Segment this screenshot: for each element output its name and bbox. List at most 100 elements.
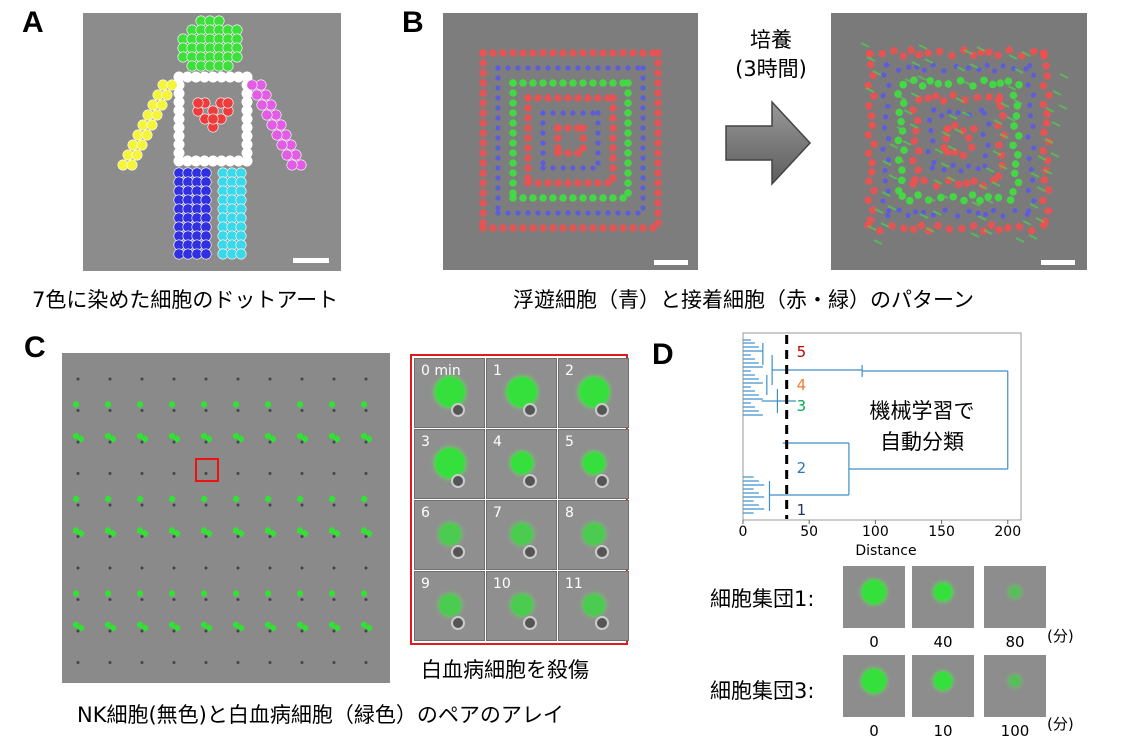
pattern-cell: [942, 207, 948, 213]
array-nk-cell: [236, 535, 240, 538]
array-cell: [72, 590, 80, 597]
pattern-cell: [509, 159, 517, 167]
spread-cell: [887, 205, 897, 211]
pattern-cell: [654, 109, 662, 117]
panel-c-array-image: [62, 353, 390, 683]
pattern-cell: [900, 146, 908, 154]
array-cell: [200, 590, 208, 597]
pattern-cell: [519, 194, 527, 202]
pattern-cell: [640, 65, 646, 71]
spread-cell: [962, 80, 972, 86]
pattern-cell: [495, 135, 501, 141]
pattern-cell: [1027, 113, 1034, 119]
pattern-cell: [1031, 198, 1037, 204]
array-nk-cell: [76, 566, 80, 570]
array-cell: [269, 530, 277, 537]
spread-cell: [926, 196, 936, 202]
cluster-label: 5: [797, 343, 807, 361]
array-nk-cell: [172, 409, 176, 412]
pattern-cell: [495, 105, 501, 111]
spread-cell: [867, 225, 877, 231]
spread-cell: [1029, 203, 1039, 209]
pattern-cell: [550, 110, 556, 116]
array-nk-cell: [76, 535, 80, 538]
ml-annotation-line1: 機械学習で: [869, 399, 975, 423]
pattern-cell: [550, 165, 556, 171]
pattern-cell: [509, 129, 517, 137]
pattern-cell: [595, 130, 601, 136]
array-cell: [333, 435, 341, 443]
pattern-cell: [1042, 62, 1051, 70]
group1-unit: (分): [1047, 627, 1074, 645]
array-cell: [173, 624, 181, 632]
nk-cell: [523, 403, 537, 417]
pattern-cell: [1000, 213, 1006, 219]
time-label: 0: [869, 722, 879, 740]
pattern-cell: [987, 221, 996, 229]
pattern-cell: [479, 129, 487, 137]
array-cell: [141, 435, 149, 443]
dot: [235, 248, 247, 260]
spread-cell: [924, 58, 934, 64]
array-nk-cell: [332, 629, 336, 633]
pattern-cell: [1039, 100, 1048, 109]
array-cell: [168, 401, 176, 408]
pattern-cell: [1044, 207, 1053, 215]
pattern-cell: [1025, 208, 1032, 214]
spread-cell: [909, 123, 919, 129]
pattern-cell: [590, 110, 596, 116]
pattern-cell: [595, 210, 601, 216]
array-nk-cell: [108, 440, 112, 444]
spread-cell: [1051, 121, 1061, 127]
timelapse-frame: 6: [414, 500, 485, 570]
pattern-cell: [994, 193, 1003, 202]
array-cell: [136, 432, 144, 440]
pattern-cell: [624, 99, 632, 107]
pattern-cell: [495, 165, 501, 171]
array-nk-cell: [108, 566, 112, 570]
array-nk-cell: [140, 440, 144, 444]
array-cell: [296, 621, 304, 629]
array-cell: [333, 530, 341, 537]
spread-cell: [1014, 68, 1024, 74]
cluster-label: 4: [797, 376, 807, 394]
pattern-cell: [924, 94, 933, 102]
dot: [231, 51, 243, 63]
pattern-cell: [479, 49, 487, 57]
pattern-cell: [609, 79, 617, 87]
dot: [146, 119, 158, 131]
array-nk-cell: [364, 566, 368, 570]
dot: [271, 129, 283, 141]
array-nk-cell: [108, 629, 112, 633]
pattern-cell: [519, 79, 527, 87]
array-nk-cell: [364, 598, 368, 601]
cluster-label: 2: [797, 459, 807, 477]
pattern-cell: [924, 49, 932, 57]
pattern-cell: [615, 65, 621, 71]
spiral-pattern-before: [479, 49, 662, 232]
array-cell: [232, 401, 240, 408]
pattern-cell: [624, 139, 632, 147]
spread-cell: [1021, 51, 1031, 57]
pattern-cell: [898, 166, 906, 174]
array-nk-cell: [364, 535, 368, 538]
pattern-cell: [980, 76, 988, 85]
pattern-cell: [560, 165, 566, 171]
pattern-cell: [1026, 155, 1032, 162]
timelapse-frame: 8: [558, 500, 629, 570]
spread-cell: [882, 160, 892, 166]
x-axis-label: Distance: [855, 543, 916, 559]
pattern-cell: [509, 189, 517, 197]
pattern-cell: [1027, 62, 1033, 69]
pattern-cell: [968, 191, 977, 199]
pattern-cell: [991, 68, 998, 74]
pattern-cell: [574, 94, 582, 102]
pattern-cell: [574, 179, 582, 187]
pattern-cell: [640, 205, 646, 211]
pattern-cell: [1006, 196, 1015, 204]
array-nk-cell: [300, 661, 304, 664]
timelapse-frame: 1: [486, 358, 557, 428]
pattern-cell: [654, 219, 662, 227]
pattern-cell: [896, 207, 902, 213]
pattern-cell: [509, 49, 517, 57]
